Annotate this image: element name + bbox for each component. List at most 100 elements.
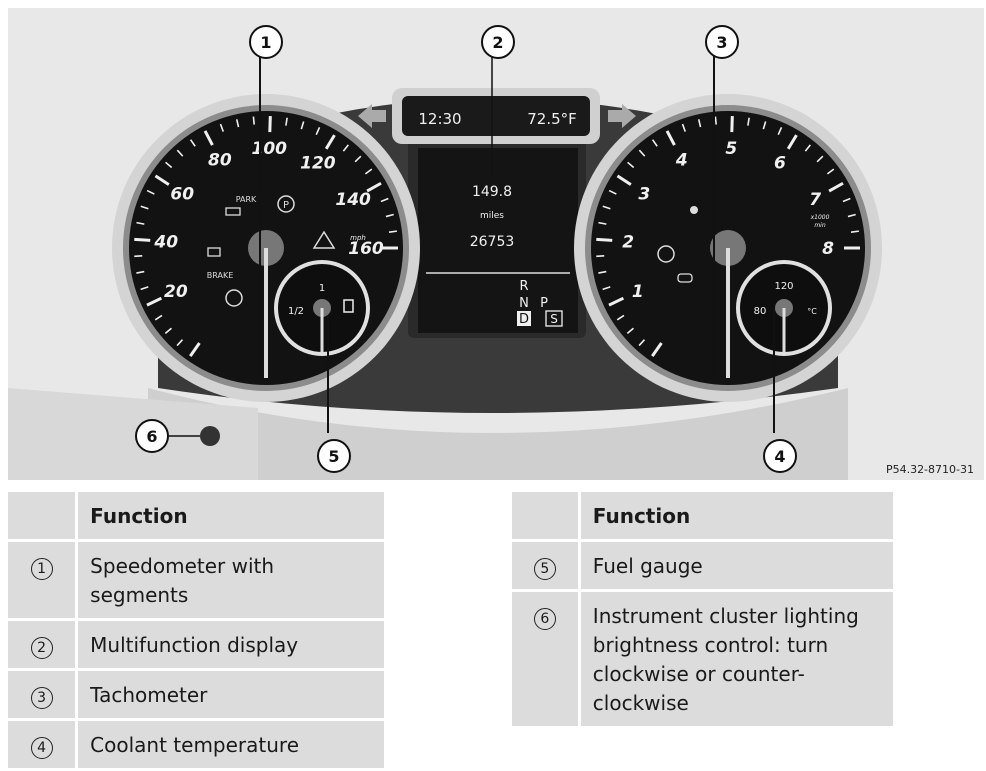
callout-number: 3 [30,687,53,709]
gauge-tick [598,270,607,274]
gauge-tick [616,314,625,321]
brightness-knob [200,426,220,446]
gauge-tick [164,327,172,335]
callout-5-number: 5 [328,447,339,466]
coolant-unit: °C [807,307,817,316]
function-text: Instrument cluster lighting brightness c… [580,592,893,726]
gauge-tick [165,161,173,169]
display-odometer: 26753 [470,234,515,250]
gauge-tick [651,342,663,357]
speed-label-20: 20 [164,282,188,302]
gauge-tick [608,296,625,307]
function-table-left: Function 1 Speedometer with segments 2 M… [8,489,384,771]
rpm-label-8: 8 [822,239,834,259]
gauge-tick [826,168,835,175]
gauge-tick [850,230,860,233]
function-table-right: Function 5 Fuel gauge 6 Instrument clust… [512,489,893,729]
function-header: Function [580,492,893,539]
gauge-tick [324,134,336,150]
check-engine-icon [677,273,693,283]
gauge-tick [747,117,750,126]
gauge-tick [385,213,394,218]
function-text: Speedometer with segments [78,542,384,618]
callout-number: 5 [533,558,556,580]
gauge-tick [681,123,687,132]
table-row: 2 Multifunction display [8,621,384,668]
mode-box [545,310,563,327]
gauge-tick [146,296,163,307]
brake-indicator: BRAKE [207,271,234,280]
gear-p: P [540,296,548,311]
function-text: Fuel gauge [580,542,893,589]
gauge-tick [816,155,824,163]
speed-label-100: 100 [252,139,288,159]
speedometer-unit: mph [350,234,366,242]
gear-d-box [517,311,531,326]
callout-1-number: 1 [260,33,271,52]
fuel-full-label: 1 [319,283,325,294]
gauge-tick [638,149,646,157]
gauge-tick [828,181,844,193]
display-unit: miles [480,211,504,221]
drive-mode: S [550,312,558,326]
display-trip: 149.8 [472,184,512,200]
rpm-label-1: 1 [632,282,644,302]
callout-2-number: 2 [492,33,503,52]
gauge-tick [176,339,184,347]
rpm-label-5: 5 [725,139,737,159]
coolant-low-label: 80 [754,306,767,317]
multifunction-display-screen [418,148,578,333]
gauge-tick [626,327,634,335]
rpm-label-3: 3 [638,184,650,204]
callout-1-circle [249,25,283,59]
display-temperature: 72.5°F [527,110,577,128]
function-text: Multifunction display [78,621,384,668]
gauge-tick [762,121,767,130]
gauge-tick [651,139,658,147]
gear-r: R [519,279,528,294]
rpm-label-7: 7 [809,190,821,210]
function-text: Tachometer [78,671,384,718]
rpm-label-4: 4 [675,150,688,170]
gauge-tick [665,130,676,146]
gauge-tick [140,286,149,291]
callout-5-circle [317,439,351,473]
gauge-tick [342,144,349,152]
callout-6-circle [135,419,169,453]
headlight-icon [225,207,241,216]
gauge-tick [638,339,646,347]
callout-3-number: 3 [716,33,727,52]
gauge-tick [388,230,398,233]
gauge-tick [146,189,155,195]
gauge-tick [235,119,240,128]
tire-pressure-icon [657,245,675,263]
gauge-tick [136,270,145,274]
table-row: 3 Tachometer [8,671,384,718]
gauge-tick [154,174,170,186]
table-row: 1 Speedometer with segments [8,542,384,618]
gauge-tick [777,127,783,135]
gear-d: D [519,312,529,327]
gauge-tick [608,189,617,195]
gauge-tick [252,116,255,125]
gauge-tick [189,342,201,357]
gauge-tick [354,155,362,163]
gauge-tick [598,221,607,225]
gauge-tick [219,123,225,132]
coolant-high-label: 120 [774,281,793,292]
gauge-tick [714,116,717,125]
gauge-tick [136,221,145,225]
speed-label-60: 60 [170,184,194,204]
svg-text:P: P [283,200,289,211]
park-indicator: PARK [236,195,257,204]
dashboard-left-panel [8,388,258,480]
gauge-tick [847,213,856,218]
num-header [512,492,581,539]
gauge-tick [176,149,184,157]
callout-number: 4 [30,737,53,759]
gauge-tick [140,205,149,210]
gauge-tick [602,286,611,291]
tachometer-unit-bottom: min [814,222,826,229]
